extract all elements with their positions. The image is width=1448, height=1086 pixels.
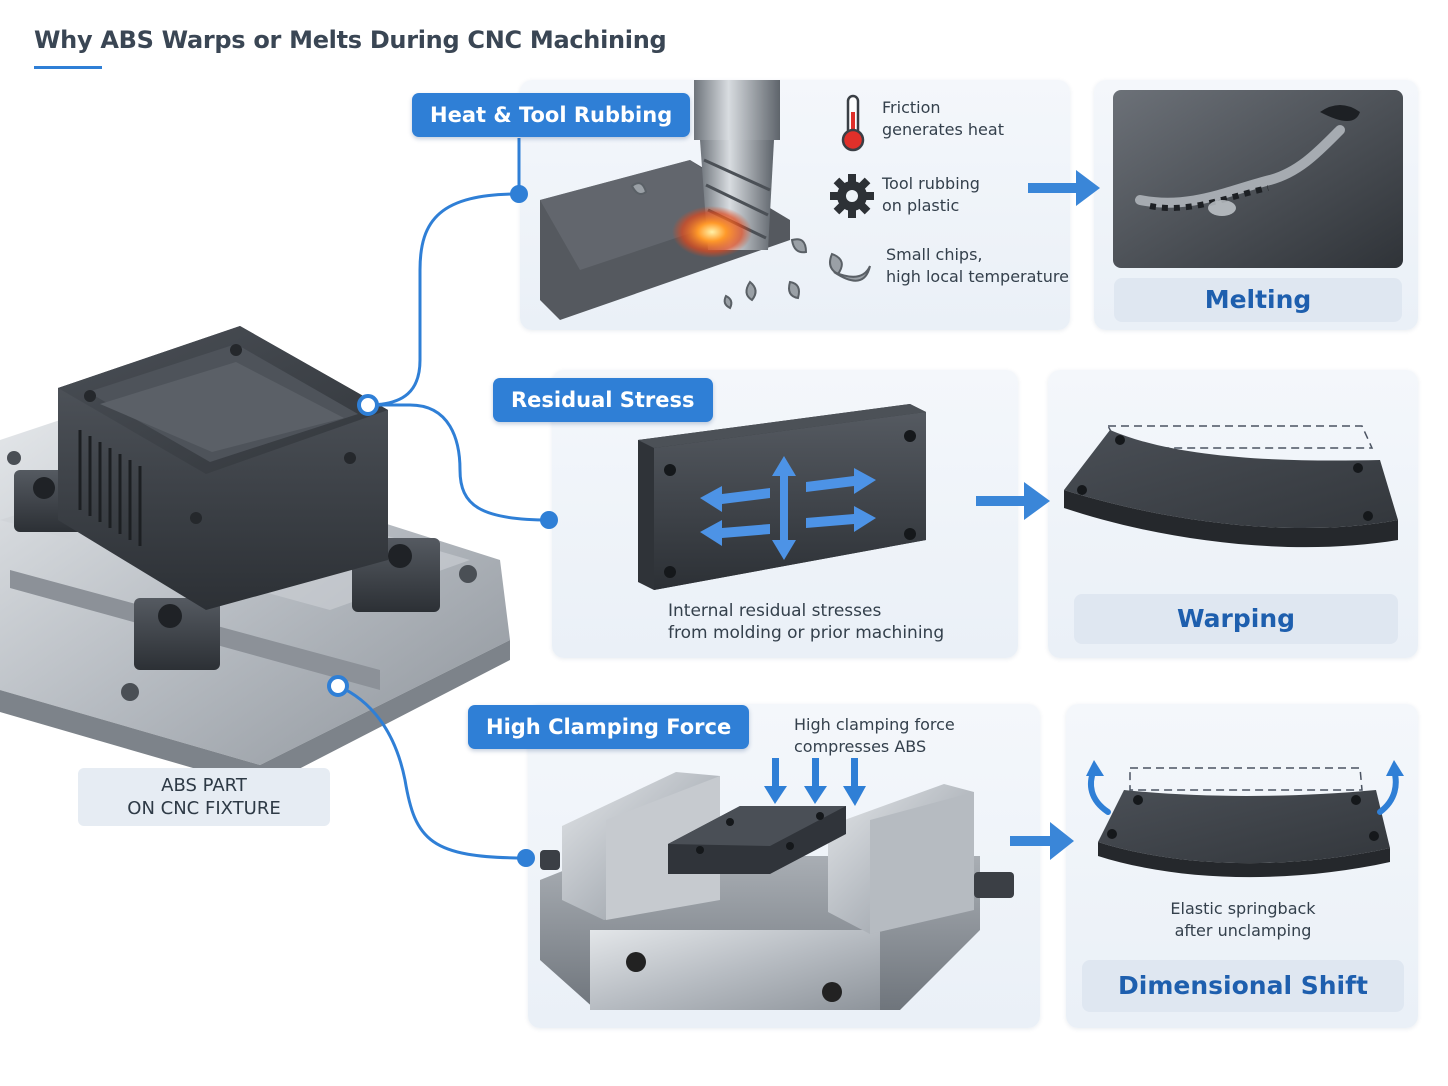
page-title: Why ABS Warps or Melts During CNC Machin…	[34, 26, 667, 54]
connector-lines	[337, 138, 550, 860]
fixture-illustration	[0, 326, 510, 788]
endmill-illustration	[540, 80, 871, 320]
residual-stress-label: Residual Stress	[493, 378, 713, 422]
stress-arrows-icon	[700, 456, 876, 560]
thermometer-icon	[841, 94, 865, 152]
clamp-force-arrows-icon	[764, 758, 866, 806]
melting-illustration	[1113, 90, 1403, 268]
springback-part-illustration	[1086, 760, 1404, 878]
dimensional-shift-result-label: Dimensional Shift	[1082, 960, 1404, 1012]
small-chips-note: Small chips,high local temperature	[886, 245, 1069, 286]
stress-block-illustration	[638, 404, 926, 590]
warping-result-label: Warping	[1074, 594, 1398, 644]
title-underline	[34, 66, 102, 69]
heat-tool-rubbing-label: Heat & Tool Rubbing	[412, 93, 691, 137]
melting-result-label: Melting	[1114, 278, 1402, 322]
warped-part-illustration	[1064, 425, 1398, 548]
connector-dots	[327, 185, 558, 867]
high-clamping-force-label: High Clamping Force	[468, 705, 750, 749]
gear-icon	[830, 174, 874, 218]
result-arrows	[976, 170, 1100, 860]
vise-illustration	[540, 758, 1014, 1010]
